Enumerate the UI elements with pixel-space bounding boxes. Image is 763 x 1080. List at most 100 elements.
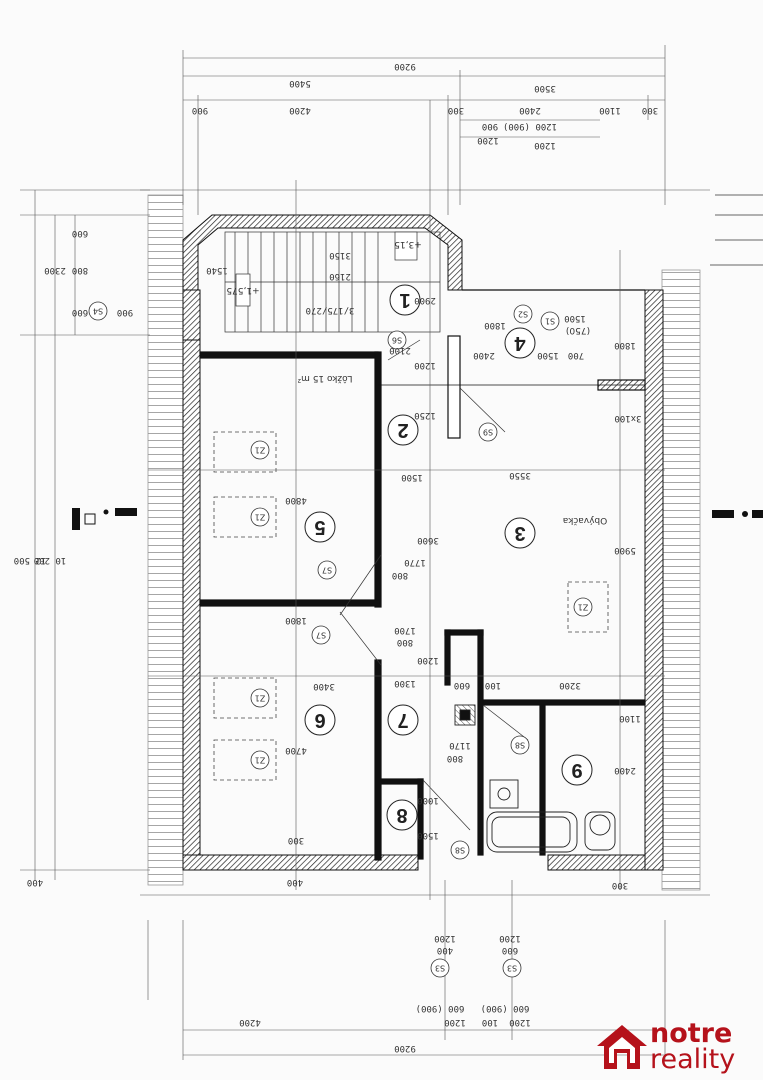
logo-text-notre: notre [650,1018,733,1049]
dimension-label: 1700 [394,625,416,635]
room-number-1: 1 [389,284,421,316]
tag-z1: Z1 [250,507,270,527]
notre-reality-logo: notre reality [594,1018,760,1078]
dimension-label: 900 [117,307,133,317]
dimension-label: 3600 [417,535,439,545]
tag-label: S3 [507,964,517,973]
room-number-5: 5 [304,511,336,543]
dimension-label: 4200 [289,105,311,115]
dimension-label: 1200 [444,1017,466,1027]
tag-label: S2 [518,310,528,319]
tag-label: Z1 [255,694,266,703]
annotation-text: Obývačka [563,515,607,526]
room-number-label: 1 [399,289,410,311]
room-number-6: 6 [304,704,336,736]
annotation-text: Lôžko 15 m² [297,373,352,384]
dimension-lines [20,45,666,1060]
tag-z1: Z1 [250,750,270,770]
dimension-label: 4700 [285,745,307,755]
dimension-label: 2400 [614,765,636,775]
dimension-label: 3200 [559,680,581,690]
room-number-4: 4 [504,327,536,359]
tag-z1: Z1 [250,440,270,460]
dimension-label: 1200 [477,135,499,145]
annotation-text: +1,575 [226,285,259,295]
room-number-9: 9 [561,754,593,786]
dimension-label: 300 [642,105,658,115]
tag-s7: S7 [311,625,331,645]
dimension-label: 300 [612,880,628,890]
dimension-label: 9200 [394,1043,416,1053]
dimension-label: 1300 [394,678,416,688]
annotation-text: (750) [566,325,590,335]
dimension-label: 600 [454,680,470,690]
dimension-label: 10 200 [34,555,67,565]
dimension-label: 3x100 [614,413,641,423]
tag-s6: S6 [387,330,407,350]
tag-label: Z1 [578,603,589,612]
tag-label: S4 [93,307,103,316]
dimension-label: 300 [448,105,464,115]
tag-z1: Z1 [250,688,270,708]
tag-s4: S4 [88,301,108,321]
staircase [224,231,441,333]
dimension-label: 600 [502,945,518,955]
dimension-label: 800 [72,265,88,275]
dimension-label: 400 [437,945,453,955]
tag-s8: S8 [510,735,530,755]
dimension-label: 1200 [499,933,521,943]
tag-label: S6 [392,336,402,345]
section-markers [72,508,763,530]
room-number-label: 6 [314,709,325,731]
dimension-label: 1200 [414,360,436,370]
room-number-8: 8 [386,799,418,831]
dimension-label: 1200 [434,933,456,943]
dimension-label: 1500 [401,472,423,482]
dimension-label: 5900 [614,545,636,555]
dimension-label: 1200 [534,140,556,150]
annotation-text: +3,15 [394,239,422,249]
dimension-label: 12 500 [14,555,47,565]
dimension-label: 700 [568,350,584,360]
dimension-label: 2100 [389,345,411,355]
dimension-label: 9200 [394,61,416,71]
tag-label: Z1 [255,446,266,455]
tag-label: Z1 [255,513,266,522]
tag-label: S3 [435,964,445,973]
tag-s9: S9 [478,422,498,442]
dimension-label: 4200 [239,1017,261,1027]
dimension-label: 400 [27,877,43,887]
tag-label: S7 [322,566,332,575]
dimension-label: 3150 [329,250,351,260]
room-number-label: 2 [397,419,408,441]
dimension-label: 2400 [473,350,495,360]
dimension-label: 1500 [417,830,439,840]
dimension-label: 600 [72,228,88,238]
room-number-label: 4 [514,332,526,354]
dimension-label: 1540 [206,265,228,275]
dimension-label: 1500 [564,313,586,323]
door-swings [339,339,529,831]
room-number-label: 9 [571,759,582,781]
room-number-label: 3 [514,522,525,544]
dimension-label: 1200 [509,1017,531,1027]
dimension-label: 800 [397,637,413,647]
dimension-label: 1100 [619,713,641,723]
dimension-label: 3400 [313,681,335,691]
room-number-label: 5 [314,516,325,538]
dimension-label: 1800 [484,320,506,330]
dimension-label: 1000 [417,795,439,805]
dimension-label: 2300 [44,265,66,275]
room-number-2: 2 [387,414,419,446]
tag-label: Z1 [255,756,266,765]
room-number-3: 3 [504,517,536,549]
annotations: Lôžko 15 m² Obývačka +3,15 +1,575 (750) [226,239,607,526]
dimension-label: 3550 [509,470,531,480]
logo-text-reality: reality [650,1044,736,1075]
interior-walls [199,289,646,861]
dimension-label: 3500 [534,83,556,93]
dimension-label: 1100 [599,105,621,115]
dimension-label: 1200 [417,655,439,665]
